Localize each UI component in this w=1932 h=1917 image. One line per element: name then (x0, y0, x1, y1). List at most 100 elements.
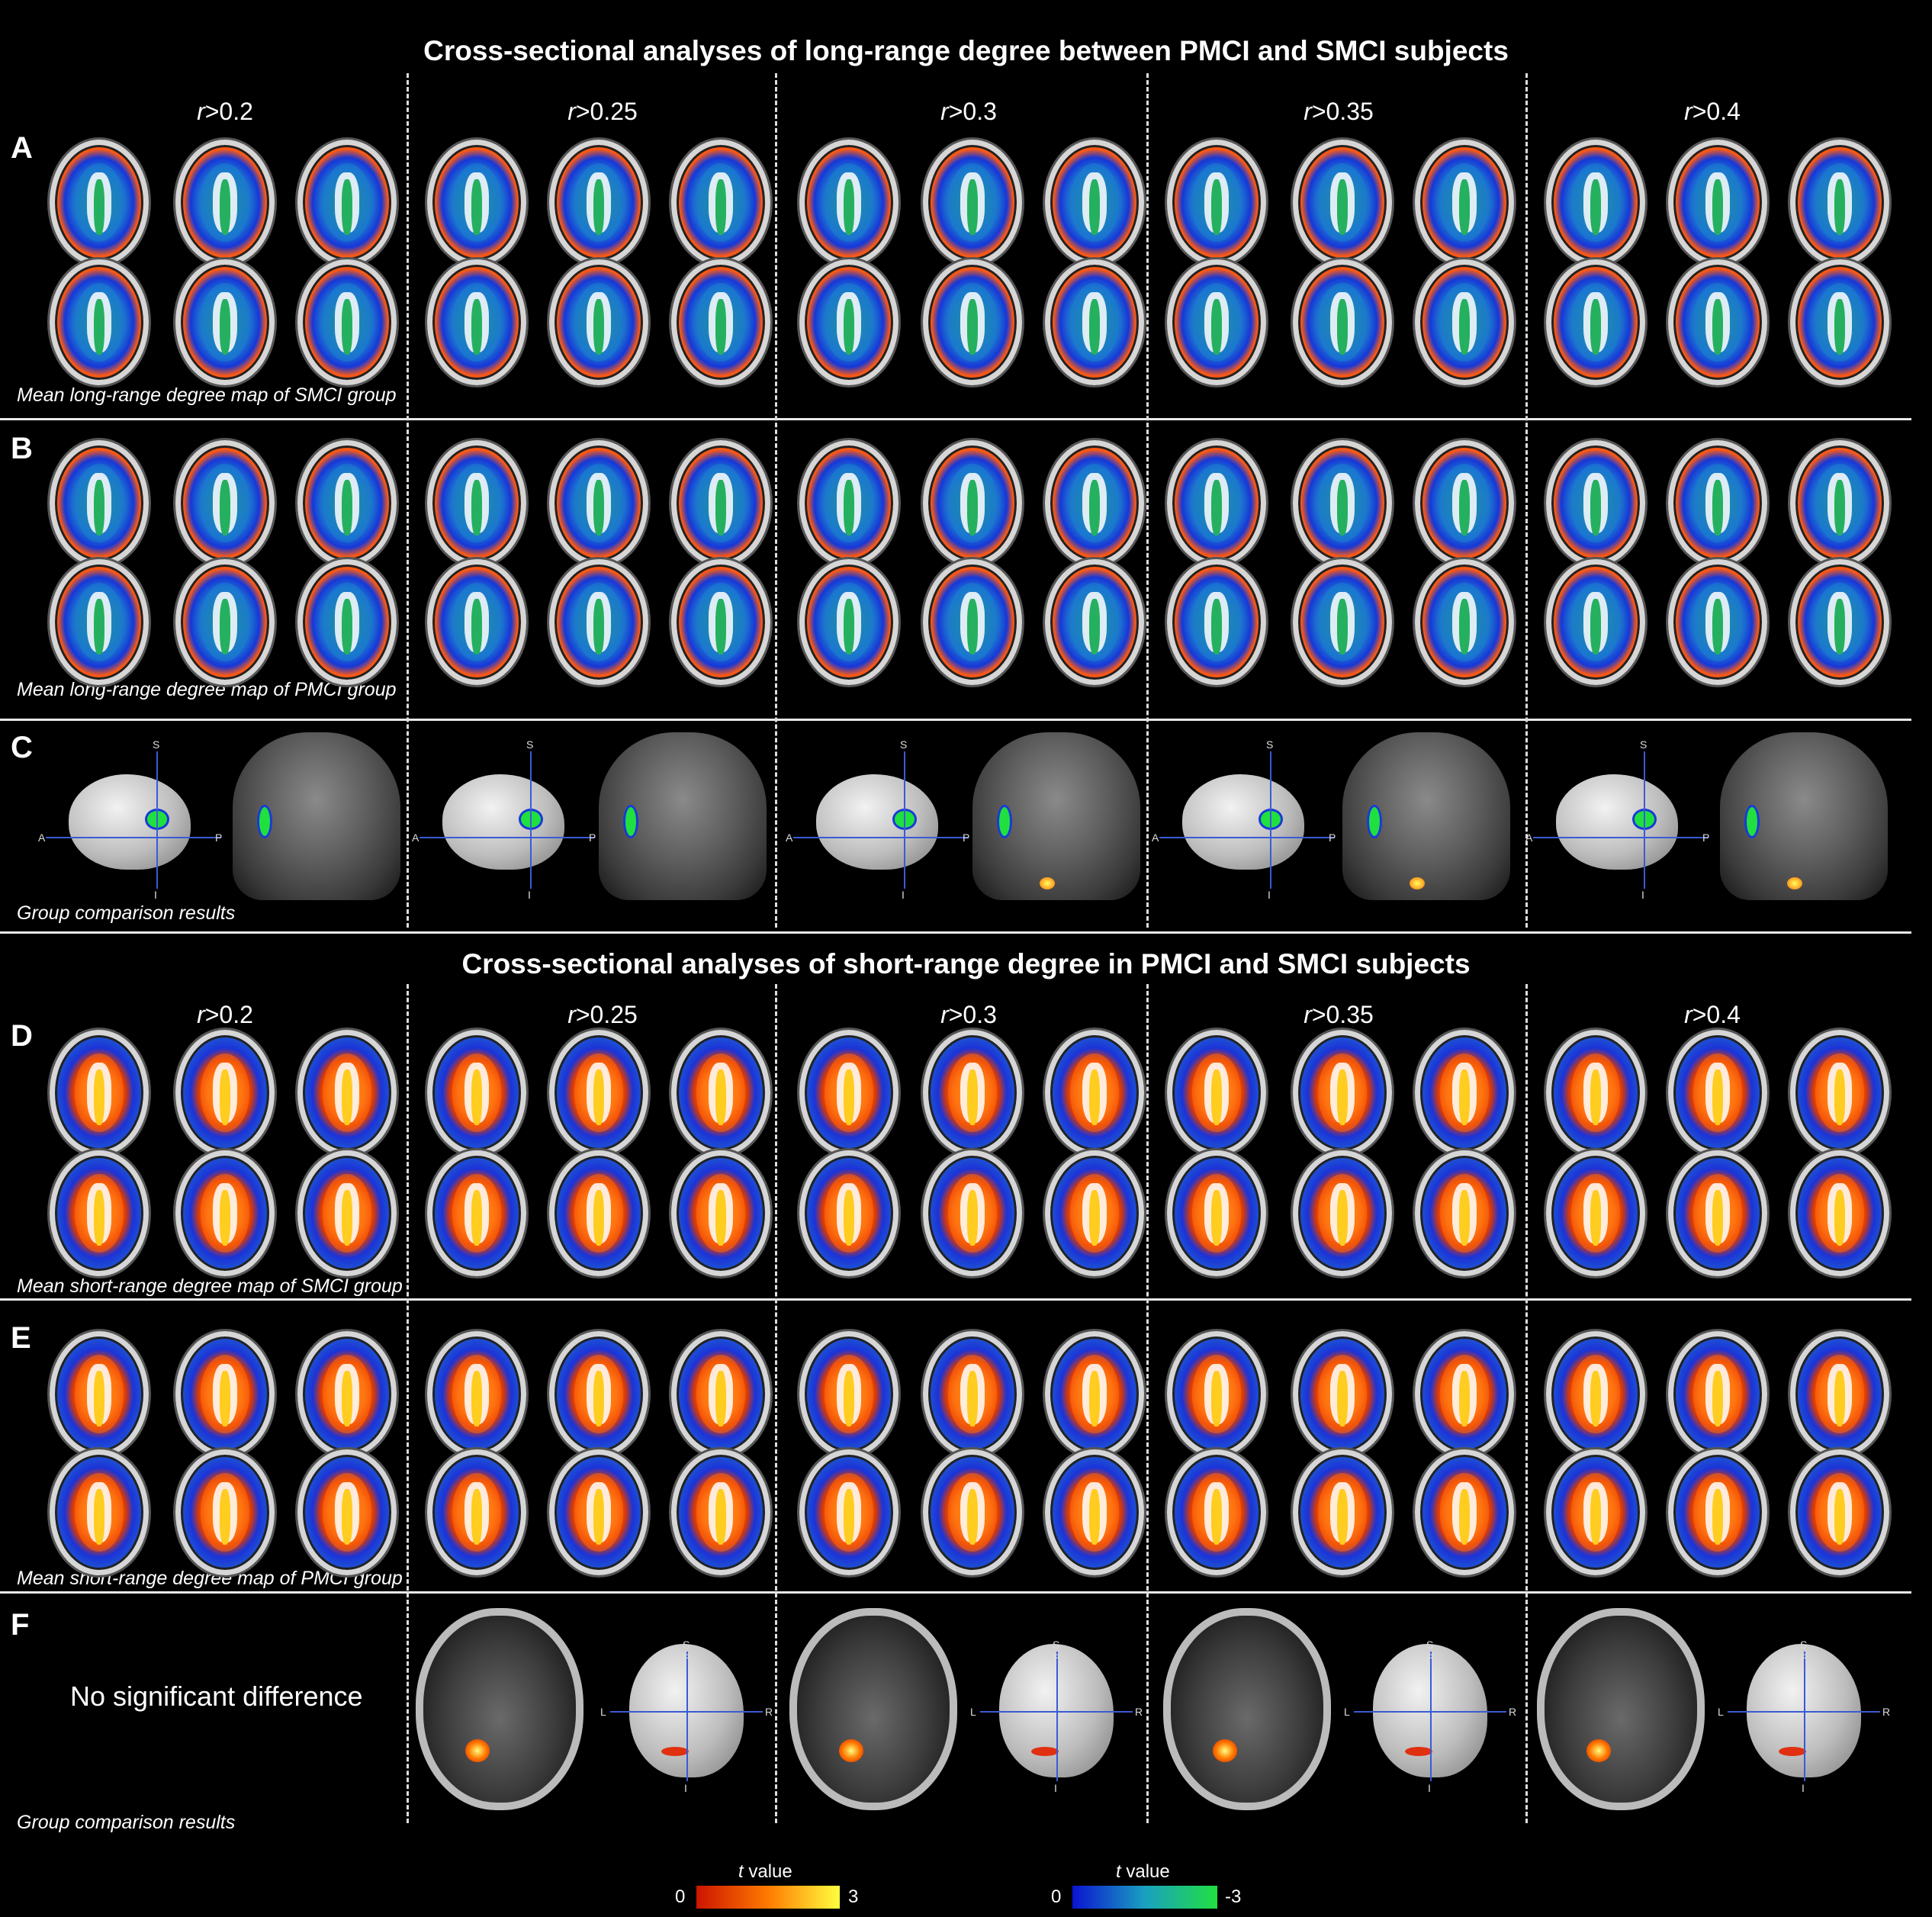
panel-letter-a: A (11, 131, 33, 165)
brain-slice (1790, 559, 1889, 685)
brain-slice (923, 1331, 1022, 1457)
brain-slice (297, 140, 397, 265)
brain-slice (1045, 140, 1144, 265)
brain-slice (50, 559, 149, 685)
axis-label: L (1718, 1706, 1724, 1718)
colorbar-neg-min: 0 (1051, 1886, 1062, 1907)
cluster-blob (1031, 1747, 1059, 1756)
column-divider (407, 984, 409, 1823)
brain-slice (50, 1030, 149, 1156)
brain-slice (923, 559, 1022, 685)
brain-slice (549, 440, 648, 566)
brain-slice (1415, 1331, 1514, 1457)
brain-slice (427, 1449, 526, 1575)
brain-slice (1415, 440, 1514, 566)
brain-slice (50, 1150, 149, 1276)
axial-slice (1537, 1608, 1705, 1810)
brain-slice (1668, 559, 1767, 685)
brain-slice (175, 1449, 275, 1575)
axis-label: I (1268, 889, 1271, 901)
axis-label: P (1702, 831, 1710, 844)
brain-slice (549, 1449, 648, 1575)
axis-label: A (786, 831, 793, 844)
brain-slice (175, 1030, 275, 1156)
brain-slice (1668, 1030, 1767, 1156)
axis-label: S (1426, 1639, 1434, 1651)
brain-slice (1415, 1150, 1514, 1276)
axis-label: P (963, 831, 970, 844)
cluster-blob (1367, 805, 1382, 838)
axis-line (1159, 837, 1335, 838)
axis-line (1270, 751, 1271, 889)
brain-slice (297, 1030, 397, 1156)
brain-slice (671, 259, 770, 385)
brain-slice (1546, 1150, 1645, 1276)
cluster-blob (1744, 805, 1760, 838)
axial-slice (416, 1608, 583, 1810)
brain-slice (549, 1150, 648, 1276)
axis-label: R (1509, 1706, 1517, 1718)
colorbar-pos-title: t value (738, 1861, 792, 1882)
brain-slice (427, 440, 526, 566)
brain-slice (1546, 1030, 1645, 1156)
brain-3d-render (816, 774, 938, 870)
brain-slice (175, 440, 275, 566)
axis-label: L (600, 1706, 606, 1718)
axis-label: P (215, 831, 223, 844)
brain-slice (427, 1150, 526, 1276)
cluster-blob (1410, 877, 1425, 889)
axis-label: L (1344, 1706, 1350, 1718)
axis-line (1804, 1652, 1805, 1781)
axis-label: S (1800, 1639, 1808, 1651)
panel-letter-f: F (11, 1608, 30, 1642)
long-range-title: Cross-sectional analyses of long-range d… (423, 35, 1509, 66)
axis-line (793, 837, 969, 838)
colorbar-pos-min: 0 (675, 1886, 686, 1907)
separator-line (0, 931, 1911, 934)
axis-label: S (683, 1639, 690, 1651)
axis-line (1056, 1652, 1058, 1781)
axis-label: P (1800, 1652, 1808, 1664)
brain-slice (1293, 1331, 1392, 1457)
axis-label: A (1525, 831, 1533, 844)
axis-line (1533, 837, 1709, 838)
brain-slice (799, 259, 898, 385)
brain-slice (799, 1150, 898, 1276)
brain-slice (297, 559, 397, 685)
brain-3d-render (1182, 774, 1304, 870)
brain-slice (923, 1030, 1022, 1156)
axis-label: P (1053, 1652, 1060, 1664)
brain-slice (1293, 140, 1392, 265)
brain-slice (1167, 1449, 1266, 1575)
brain-slice (549, 559, 648, 685)
axis-label: I (1641, 889, 1644, 901)
brain-slice (671, 440, 770, 566)
axis-line (420, 837, 595, 838)
axis-label: S (1053, 1639, 1060, 1651)
brain-slice (923, 1150, 1022, 1276)
brain-slice (1790, 140, 1889, 265)
column-divider (1525, 984, 1528, 1823)
brain-slice (1167, 1150, 1266, 1276)
brain-slice (799, 1449, 898, 1575)
colorbar-negative (1072, 1886, 1217, 1909)
separator-line (0, 719, 1911, 721)
brain-slice (1293, 259, 1392, 385)
axis-label: R (765, 1706, 773, 1718)
axis-label: I (528, 889, 531, 901)
cluster-blob (623, 805, 638, 838)
axis-label: A (412, 831, 420, 844)
brain-slice (1546, 440, 1645, 566)
brain-slice (1668, 440, 1767, 566)
brain-slice (50, 1331, 149, 1457)
brain-slice (1668, 259, 1767, 385)
brain-slice (427, 259, 526, 385)
cluster-blob (839, 1739, 863, 1762)
column-divider (1146, 73, 1149, 928)
axis-label: R (1882, 1706, 1891, 1718)
brain-slice (923, 140, 1022, 265)
axis-label: P (1329, 831, 1336, 844)
axis-line (686, 1652, 688, 1781)
axis-label: L (970, 1706, 976, 1718)
axis-label: I (902, 889, 905, 901)
